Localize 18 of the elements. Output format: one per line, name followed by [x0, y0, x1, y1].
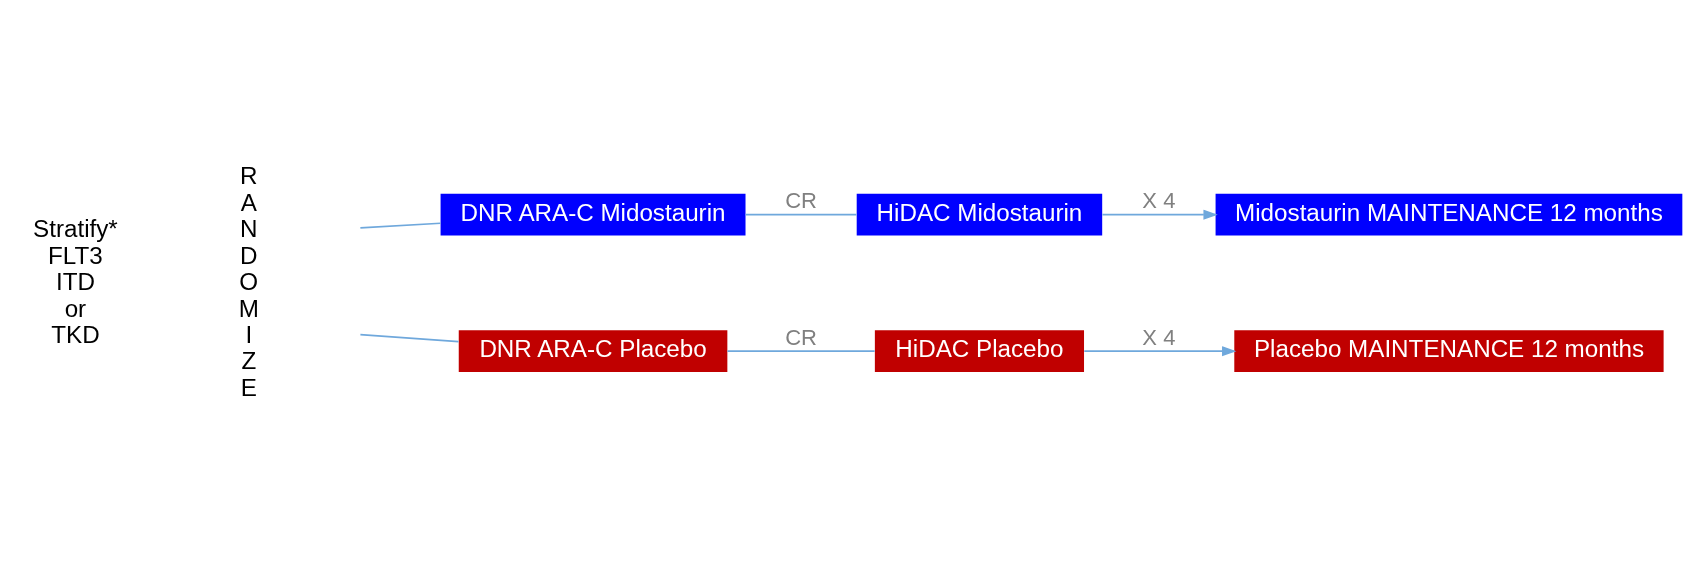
node-box: Placebo MAINTENANCE 12 months: [1234, 330, 1664, 373]
label: Stratify* FLT3 ITD or TKD: [33, 215, 118, 349]
node-box: HiDAC Placebo: [874, 330, 1085, 373]
arrow: [1083, 346, 1237, 357]
arrow: [1101, 209, 1218, 220]
connector: [726, 350, 876, 352]
node-box: Midostaurin MAINTENANCE 12 months: [1215, 193, 1683, 236]
edge-label: X 4: [1142, 188, 1176, 214]
node-box: DNR ARA-C Midostaurin: [440, 193, 746, 236]
edge-label: CR: [785, 324, 817, 350]
connector: [359, 222, 442, 229]
connector: [359, 333, 460, 343]
connector: [744, 213, 858, 216]
edge-label: X 4: [1142, 324, 1176, 350]
node-box: DNR ARA-C Placebo: [458, 330, 728, 373]
node-box: HiDAC Midostaurin: [856, 193, 1103, 236]
label: RANDOMIZE: [238, 162, 259, 401]
edge-label: CR: [785, 188, 817, 214]
